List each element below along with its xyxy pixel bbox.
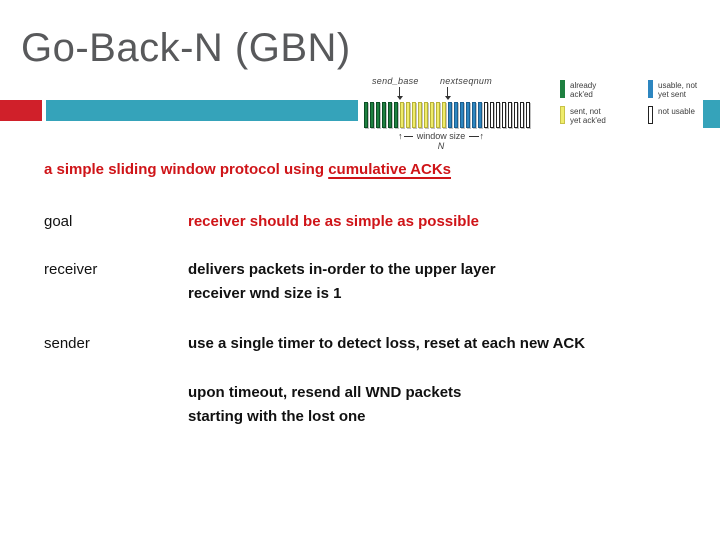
row-content-line: delivers packets in-order to the upper l… [188, 261, 496, 278]
row-content-line: receiver should be as simple as possible [188, 213, 479, 230]
packet-bar-already-acked [382, 102, 386, 128]
legend-item: usable, not yet sent [648, 80, 720, 99]
content-row: sender use a single timer to detect loss,… [44, 332, 585, 356]
row-label [44, 381, 188, 429]
packet-bar-not-usable [502, 102, 506, 128]
row-content-line: receiver wnd size is 1 [188, 285, 342, 302]
page-title: Go-Back-N (GBN) [21, 26, 351, 70]
bracket-line [403, 135, 413, 137]
nextseqnum-arrow-icon [444, 87, 451, 100]
packet-bar-not-usable [514, 102, 518, 128]
packet-bar-usable-not-sent [454, 102, 458, 128]
packet-bar-sent-not-acked [400, 102, 404, 128]
legend-label: usable, not yet sent [658, 81, 698, 99]
packet-bar-sent-not-acked [442, 102, 446, 128]
legend-item: sent, not yet ack'ed [560, 106, 632, 125]
packet-bar-already-acked [394, 102, 398, 128]
row-content: receiver should be as simple as possible [188, 210, 479, 234]
accent-bar-red [0, 100, 42, 121]
window-size-bracket: ↑ window size ↑ [398, 131, 484, 141]
packet-bar-sent-not-acked [406, 102, 410, 128]
packet-bar-already-acked [388, 102, 392, 128]
intro-text: a simple sliding window protocol using [44, 161, 329, 178]
row-content-line: upon timeout, resend all WND packets [188, 384, 462, 401]
packet-bar-usable-not-sent [478, 102, 482, 128]
nextseqnum-label: nextseqnum [440, 76, 493, 86]
row-content-line: starting with the lost one [188, 408, 366, 425]
content-row: goal receiver should be as simple as poss… [44, 210, 479, 234]
legend-swatch-icon [648, 80, 653, 98]
row-content: use a single timer to detect loss, reset… [188, 332, 585, 356]
packet-bar-not-usable [484, 102, 488, 128]
packet-bar-not-usable [496, 102, 500, 128]
accent-square-teal [703, 100, 720, 128]
packet-bar-sent-not-acked [430, 102, 434, 128]
packet-bar-sent-not-acked [424, 102, 428, 128]
row-content-line: use a single timer to detect loss, reset… [188, 335, 586, 352]
row-label: goal [44, 213, 73, 230]
packet-bar-not-usable [526, 102, 530, 128]
packet-bar-usable-not-sent [472, 102, 476, 128]
row-content: delivers packets in-order to the upper l… [188, 258, 496, 306]
cumulative-acks-underlined: cumulative ACKs [328, 161, 451, 178]
content-row: receiver delivers packets in-order to the… [44, 258, 496, 306]
send-base-label: send_base [372, 76, 419, 86]
sequence-number-bars [364, 102, 530, 128]
packet-bar-usable-not-sent [466, 102, 470, 128]
packet-bar-usable-not-sent [448, 102, 452, 128]
packet-bar-not-usable [508, 102, 512, 128]
packet-bar-not-usable [520, 102, 524, 128]
arrow-up-icon: ↑ [479, 131, 485, 141]
legend-label: not usable [658, 107, 695, 116]
packet-bar-usable-not-sent [460, 102, 464, 128]
content-row: upon timeout, resend all WND packets star… [44, 381, 461, 429]
window-size-n-label: N [437, 141, 445, 151]
legend-swatch-icon [560, 106, 565, 124]
arrow-up-icon: ↑ [398, 131, 403, 141]
row-content: upon timeout, resend all WND packets star… [188, 381, 461, 429]
legend-item: already ack'ed [560, 80, 632, 99]
legend-swatch-icon [648, 106, 653, 124]
legend-label: already ack'ed [570, 81, 597, 99]
packet-bar-already-acked [376, 102, 380, 128]
bracket-line [469, 135, 479, 137]
row-label: receiver [44, 261, 98, 278]
packet-bar-sent-not-acked [418, 102, 422, 128]
intro-line: a simple sliding window protocol using c… [44, 161, 451, 178]
packet-bar-already-acked [370, 102, 374, 128]
send-base-arrow-icon [396, 87, 403, 100]
window-size-label: window size [416, 131, 466, 141]
packet-bar-sent-not-acked [436, 102, 440, 128]
legend-swatch-icon [560, 80, 565, 98]
row-label: sender [44, 335, 90, 352]
packet-bar-sent-not-acked [412, 102, 416, 128]
accent-bar-teal [46, 100, 359, 121]
packet-bar-already-acked [364, 102, 368, 128]
packet-bar-not-usable [490, 102, 494, 128]
diagram-legend: already ack'ed sent, not yet ack'ed usable… [560, 80, 720, 125]
legend-label: sent, not yet ack'ed [570, 107, 606, 125]
legend-item: not usable [648, 106, 720, 125]
gbn-sliding-window-diagram: send_base nextseqnum ↑ window size ↑ N a… [358, 74, 703, 158]
